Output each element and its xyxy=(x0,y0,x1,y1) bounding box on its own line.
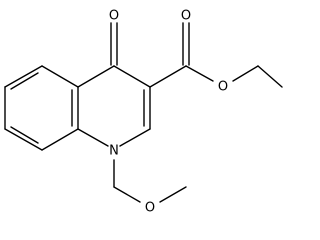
atom-o-methoxy: O xyxy=(145,201,155,216)
bond-o-ethyl-ch2 xyxy=(232,65,259,82)
bond-c7-c8 xyxy=(41,128,79,151)
bond-c6-c7 xyxy=(4,128,43,151)
structure-canvas: O O O N O xyxy=(4,8,283,216)
atom-o-ester-single: O xyxy=(218,80,228,95)
bond-c2-n1 xyxy=(119,128,151,147)
atom-n-ring: N xyxy=(109,144,119,159)
bond-double-inner-c6-c7 xyxy=(10,126,39,144)
atom-o-ketone: O xyxy=(109,9,119,24)
bond-ccarbonyl-o-single xyxy=(185,65,214,82)
bond-double-inner-c5-c8a xyxy=(10,72,39,90)
bond-c4-c3 xyxy=(113,65,151,88)
atom-o-ester-carbonyl: O xyxy=(181,9,191,24)
bond-ethyl-ch2-ch3 xyxy=(257,65,283,88)
bond-group xyxy=(4,22,283,203)
bond-c3-ccarbonyl xyxy=(149,65,187,88)
bond-c8a-c5 xyxy=(4,65,43,88)
bond-c4a-c4 xyxy=(77,65,115,88)
bond-o-methoxy-ch3 xyxy=(159,186,187,203)
chemical-structure-diagram: O O O N O xyxy=(4,9,283,216)
atom-label-group: O O O N O xyxy=(109,9,228,216)
bond-n1-c8 xyxy=(77,128,109,147)
bond-c4a-c8a xyxy=(41,65,79,88)
bond-ch2-o-methoxy xyxy=(113,186,141,203)
